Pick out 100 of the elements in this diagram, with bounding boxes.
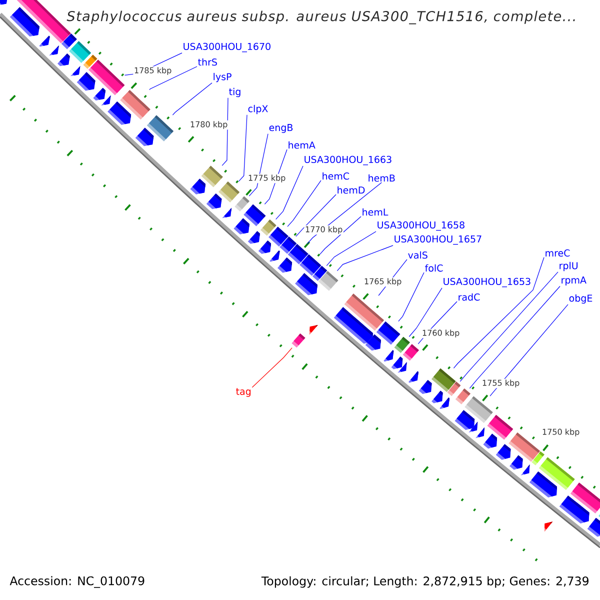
gene-label: hemC <box>322 172 350 180</box>
gene-label: hemL <box>362 208 388 216</box>
scale-label: 1770 kbp <box>304 225 344 235</box>
gene-pentagon <box>559 496 590 524</box>
gene-pentagon <box>206 194 222 210</box>
gene-label: engB <box>269 124 293 133</box>
gene-pentagon <box>529 471 558 498</box>
gene-triangle <box>468 422 478 432</box>
gene-pentagon <box>234 218 250 234</box>
gene-pentagon <box>496 444 511 460</box>
gene-pentagon <box>108 101 132 125</box>
accession-text: Accession: NC_010079 <box>10 576 144 588</box>
leader-line <box>490 304 568 396</box>
gene-triangle <box>70 66 80 76</box>
gene-label: obgE <box>569 294 592 304</box>
gene-label: USA300HOU_1653 <box>444 278 530 288</box>
gene-label: hemA <box>288 141 316 149</box>
gene-block <box>402 344 419 361</box>
gene-block <box>69 41 91 63</box>
scale-label: 1765 kbp <box>363 277 402 287</box>
leader-line <box>408 288 442 337</box>
gene-pentagon <box>408 371 418 383</box>
scale-label: 1750 kbp <box>541 428 580 438</box>
scale-label: 1760 kbp <box>421 328 460 338</box>
leader-line <box>469 286 560 389</box>
leader-line <box>149 66 198 90</box>
gene-label: tag <box>236 388 251 397</box>
gene-block <box>218 182 240 202</box>
gene-pentagon <box>432 390 443 404</box>
gene-label: USA300HOU_1657 <box>394 235 482 245</box>
gene-pentagon <box>334 307 373 344</box>
gene-pentagon <box>135 128 154 146</box>
leader-line <box>326 231 376 266</box>
gene-label: mreC <box>546 249 570 257</box>
gene-block <box>532 451 544 466</box>
gene-pentagon <box>57 54 70 66</box>
scale-label: 1775 kbp <box>247 174 286 184</box>
gene-block <box>447 382 461 396</box>
leader-line <box>172 82 212 116</box>
gene-pentagon <box>248 231 260 244</box>
gene-pentagon <box>39 36 50 47</box>
gene-pentagon <box>277 258 292 273</box>
gene-label: clpX <box>248 104 268 114</box>
gene-triangle <box>544 522 553 532</box>
leader-line <box>460 272 558 382</box>
gene-label: folC <box>425 264 443 272</box>
map-title: Staphylococcus aureus subsp. aureus USA300_TCH1516, complete... <box>66 10 575 24</box>
gene-label: hemD <box>338 186 365 194</box>
leader-line <box>222 98 228 166</box>
gene-pentagon <box>510 455 523 470</box>
leader-line <box>276 166 304 220</box>
gene-label: rplU <box>560 262 578 272</box>
gene-label: rpmA <box>562 276 586 286</box>
gene-triangle <box>309 325 318 335</box>
gene-pentagon <box>258 240 272 254</box>
gene-pentagon <box>418 380 432 394</box>
gene-pentagon <box>190 178 206 194</box>
gene-block <box>455 388 470 404</box>
leader-line <box>238 114 248 182</box>
gene-block <box>487 414 514 440</box>
gene-pentagon <box>454 410 475 430</box>
scale-label: 1755 kbp <box>481 378 520 388</box>
gene-pentagon <box>391 356 403 370</box>
gene-label: hemB <box>368 174 395 182</box>
gene-triangle <box>49 45 59 56</box>
gene-label: valS <box>408 251 428 259</box>
gene-label: lysP <box>214 72 232 82</box>
leader-line <box>252 348 292 388</box>
gene-triangle <box>222 208 232 218</box>
leader-line <box>453 257 544 369</box>
gene-pentagon <box>587 518 600 537</box>
gene-pentagon <box>76 72 96 91</box>
gene-pentagon <box>440 398 450 409</box>
gene-pentagon <box>384 350 394 362</box>
gene-block <box>292 333 306 348</box>
gene-pentagon <box>93 88 106 100</box>
leader-line <box>287 180 322 227</box>
leader-line <box>296 194 336 237</box>
gene-pentagon <box>295 273 318 296</box>
gene-block <box>234 196 250 212</box>
genome-summary: Topology: circular; Length: 2,872,915 bp; Genes: 2,739 <box>261 576 588 588</box>
scale-label: 1780 kbp <box>189 120 228 130</box>
gene-block <box>318 271 338 291</box>
leader-line <box>320 216 362 255</box>
scale-label: 1785 kbp <box>133 66 172 76</box>
leader-line <box>398 272 424 322</box>
gene-label: USA300HOU_1658 <box>378 221 464 231</box>
gene-pentagon <box>270 250 280 262</box>
gene-pentagon <box>483 434 498 449</box>
gene-triangle <box>101 95 111 106</box>
gene-pentagon <box>0 0 8 5</box>
gene-label: thrS <box>198 58 217 66</box>
gene-triangle <box>476 427 484 438</box>
leader-line <box>336 245 394 272</box>
gene-pentagon <box>10 7 40 37</box>
gene-triangle <box>398 362 407 373</box>
gene-label: tig <box>229 88 240 98</box>
gene-triangle <box>520 464 530 476</box>
gene-label: radC <box>458 293 480 301</box>
gene-label: USA300HOU_1663 <box>304 156 392 166</box>
